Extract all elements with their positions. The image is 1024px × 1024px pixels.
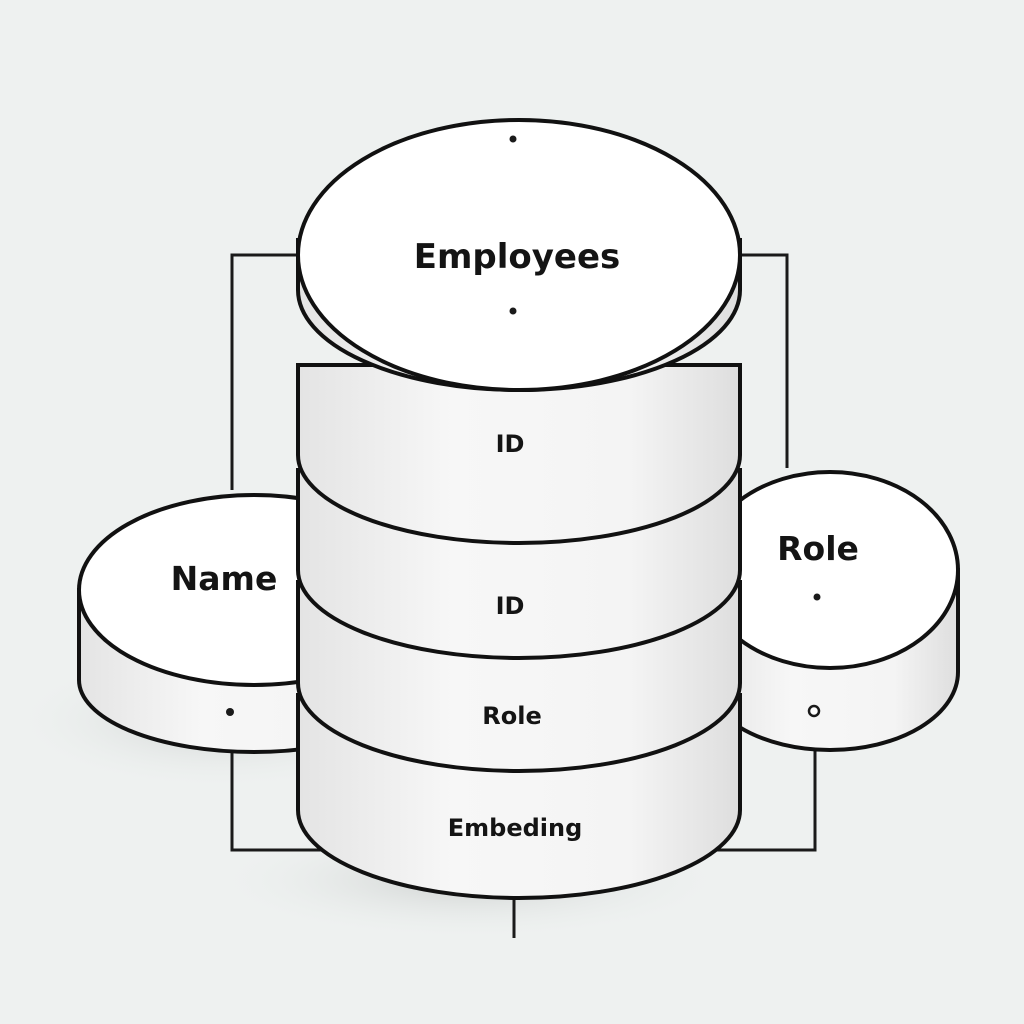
connector-lines bbox=[230, 253, 817, 938]
main-cylinder-center-dot bbox=[509, 307, 517, 315]
segment-label-id-2: ID bbox=[496, 592, 525, 620]
main-cylinder-top bbox=[296, 118, 742, 392]
left-cylinder-dot bbox=[226, 708, 234, 716]
right-cylinder-label: Role bbox=[777, 529, 859, 568]
main-cylinder-top-dot bbox=[509, 135, 517, 143]
segment-label-id-1: ID bbox=[496, 430, 525, 458]
connector-right-bottom bbox=[700, 712, 817, 852]
connector-right-top bbox=[735, 253, 789, 468]
main-cylinder bbox=[296, 118, 742, 900]
connector-left-top bbox=[230, 253, 300, 490]
right-cylinder-ring-icon bbox=[807, 704, 821, 718]
connector-left-bottom bbox=[230, 752, 335, 852]
right-cylinder-dot bbox=[813, 593, 821, 601]
left-cylinder-label: Name bbox=[171, 559, 278, 598]
segment-label-embeding: Embeding bbox=[448, 814, 583, 842]
segment-id-1 bbox=[296, 363, 742, 545]
segment-label-role: Role bbox=[482, 702, 541, 730]
main-cylinder-title: Employees bbox=[414, 237, 621, 277]
